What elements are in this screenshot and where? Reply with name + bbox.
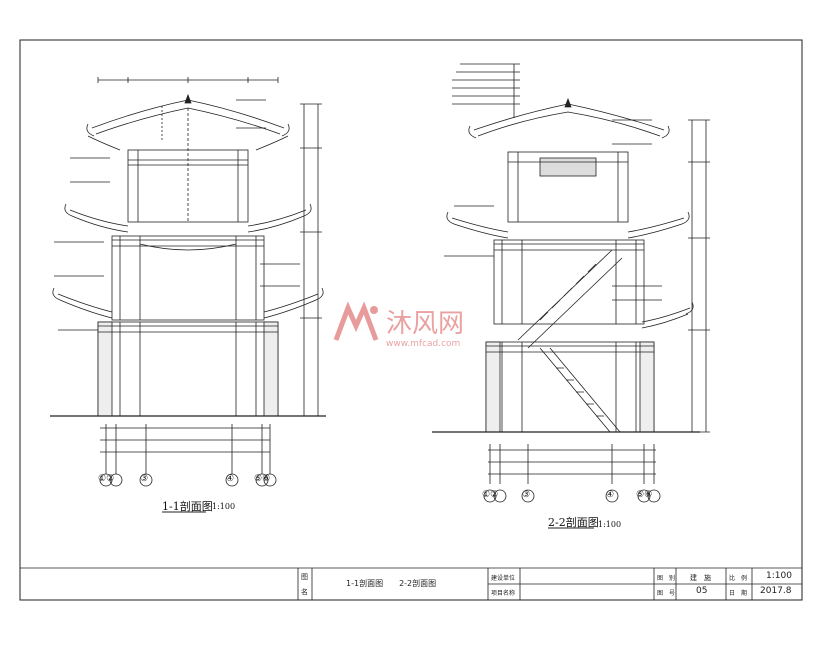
tb-field-tu: 图 <box>301 573 308 581</box>
tb-unit-label: 建设单位 <box>491 575 516 582</box>
axis-label-1-56: ⑤⑥ <box>254 474 271 484</box>
watermark-logo: 沐风网 www.mfcad.com <box>330 300 500 354</box>
tb-tuhao-value: 05 <box>696 586 708 596</box>
axis-label-2-12: ①② <box>482 490 499 500</box>
tb-date-label: 日 期 <box>729 590 748 597</box>
tb-scale-label: 比 例 <box>729 575 748 582</box>
svg-text:www.mfcad.com: www.mfcad.com <box>386 339 460 349</box>
tb-field-ming: 名 <box>301 588 308 596</box>
tb-scale-value: 1:100 <box>766 571 792 581</box>
title-block-frame <box>20 567 802 600</box>
section-2-2-drawing <box>432 63 710 503</box>
tb-sheet-titles: 1-1剖面图 2-2剖面图 <box>346 579 437 588</box>
watermark-mark-icon: 沐风网 www.mfcad.com <box>333 301 464 349</box>
section-2-title: 2-2剖面图 <box>548 516 599 529</box>
section-1-1-drawing <box>50 77 326 487</box>
section-1-title: 1-1剖面图 <box>162 500 213 513</box>
axis-label-1-12: ①② <box>98 474 115 484</box>
tb-tubie-label: 图 别 <box>657 575 676 582</box>
axis-label-2-3: ③ <box>522 490 531 500</box>
axis-label-1-4: ④ <box>226 474 235 484</box>
sheet-border <box>19 39 803 601</box>
svg-text:沐风网: 沐风网 <box>386 309 464 339</box>
tb-project-label: 项目名称 <box>491 590 516 597</box>
tb-tuhao-label: 图 号 <box>657 590 676 597</box>
section-1-scale: 1:100 <box>212 502 236 511</box>
axis-label-2-4: ④ <box>606 490 615 500</box>
axis-label-2-56: ⑤⑥ <box>636 490 653 500</box>
tb-date-value: 2017.8 <box>760 586 792 596</box>
axis-label-1-3: ③ <box>140 474 149 484</box>
section-2-scale: 1:100 <box>598 520 622 529</box>
tb-tubie-value: 建 施 <box>690 574 711 582</box>
